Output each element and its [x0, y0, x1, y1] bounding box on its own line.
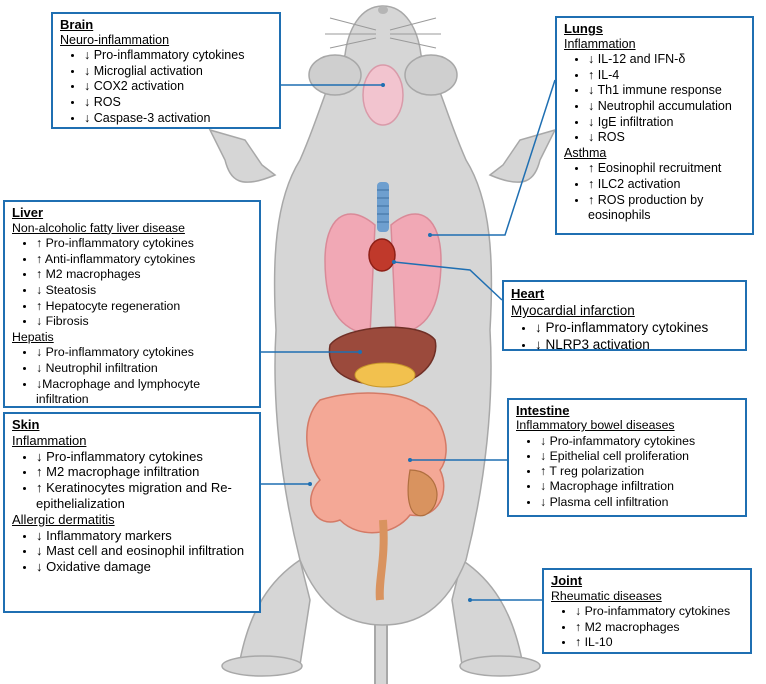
- lungs-box: Lungs Inflammation ↓ IL-12 and IFN-δ ↑ I…: [555, 16, 754, 235]
- heart-icon: [368, 238, 396, 272]
- list-item: ↓ Pro-inflammatory cytokines: [36, 449, 253, 465]
- list-item: ↑ ROS production by eosinophils: [588, 193, 746, 224]
- list-item: ↓ Pro-inflammatory cytokines: [36, 345, 253, 361]
- intestine-box: Intestine Inflammatory bowel diseases ↓ …: [507, 398, 747, 517]
- list-item: ↑ Hepatocyte regeneration: [36, 299, 253, 315]
- list-item: ↓ ROS: [588, 130, 746, 146]
- list-item: ↓ Mast cell and eosinophil infiltration: [36, 543, 253, 559]
- lungs-section-heading: Inflammation: [564, 36, 636, 51]
- liver-section-heading: Non-alcoholic fatty liver disease: [12, 220, 185, 235]
- joint-title: Joint: [551, 573, 583, 588]
- lungs-section-heading: Asthma: [564, 145, 607, 160]
- mouse-left-arm: [208, 128, 277, 183]
- list-item: ↑ IL-4: [588, 68, 746, 84]
- mouse-right-leg: [451, 558, 523, 666]
- brain-title: Brain: [60, 17, 94, 32]
- mouse-right-arm: [488, 128, 557, 183]
- list-item: ↑ M2 macrophages: [575, 620, 744, 636]
- list-item: ↑ T reg polarization: [540, 464, 739, 479]
- skin-title: Skin: [12, 417, 40, 432]
- joint-section-heading: Rheumatic diseases: [551, 588, 662, 603]
- list-item: ↑ Pro-inflammatory cytokines: [36, 236, 253, 252]
- list-item: ↓ ROS: [84, 95, 273, 111]
- list-item: ↑ Keratinocytes migration and Re-epithel…: [36, 480, 253, 512]
- list-item: ↓ Epithelial cell proliferation: [540, 449, 739, 464]
- trachea-icon: [377, 182, 389, 232]
- list-item: ↓ IL-12 and IFN-δ: [588, 52, 746, 68]
- liver-box: Liver Non-alcoholic fatty liver disease …: [3, 200, 261, 408]
- list-item: ↑ M2 macrophages: [36, 267, 253, 283]
- heart-leader: [393, 261, 503, 301]
- list-item: ↓ NLRP3 activation: [535, 336, 739, 353]
- list-item: ↓ Pro-infammatory cytokines: [575, 604, 744, 620]
- joint-box: Joint Rheumatic diseases ↓ Pro-infammato…: [542, 568, 752, 654]
- brain-box: Brain Neuro-inflammation ↓ Pro-inflammat…: [51, 12, 281, 129]
- skin-section-heading: Inflammation: [12, 432, 87, 448]
- intestine-section-heading: Inflammatory bowel diseases: [516, 418, 675, 433]
- list-item: ↓ Inflammatory markers: [36, 528, 253, 544]
- list-item: ↑ Anti-inflammatory cytokines: [36, 252, 253, 268]
- lungs-title: Lungs: [564, 21, 603, 36]
- list-item: ↓ Fibrosis: [36, 314, 253, 330]
- list-item: ↓ Neutrophil accumulation: [588, 99, 746, 115]
- heart-title: Heart: [511, 286, 545, 301]
- list-item: ↓ Pro-infammatory cytokines: [540, 434, 739, 449]
- list-item: ↑ M2 macrophage infiltration: [36, 464, 253, 480]
- intestine-icon: [306, 362, 447, 601]
- heart-section-heading: Myocardial infarction: [511, 303, 635, 318]
- intestine-title: Intestine: [516, 403, 570, 418]
- skin-section-heading: Allergic dermatitis: [12, 511, 115, 527]
- heart-box: Heart Myocardial infarction ↓ Pro-inflam…: [502, 280, 747, 353]
- brain-icon: [362, 64, 404, 126]
- liver-section-heading: Hepatis: [12, 329, 54, 344]
- list-item: ↓ Macrophage infiltration: [540, 479, 739, 494]
- list-item: ↓ Caspase-3 activation: [84, 111, 273, 127]
- list-item: ↓ Pro-inflammatory cytokines: [84, 48, 273, 64]
- list-item: ↓ Microglial activation: [84, 64, 273, 80]
- list-item: ↑ Eosinophil recruitment: [588, 161, 746, 177]
- list-item: ↓ Steatosis: [36, 283, 253, 299]
- list-item: ↑ IL-10: [575, 635, 744, 651]
- list-item: ↓ COX2 activation: [84, 79, 273, 95]
- list-item: ↓ Pro-inflammatory cytokines: [535, 319, 739, 336]
- list-item: ↓ Oxidative damage: [36, 559, 253, 575]
- list-item: ↓ Neutrophil infiltration: [36, 361, 253, 377]
- list-item: ↓ Th1 immune response: [588, 83, 746, 99]
- brain-section-heading: Neuro-inflammation: [60, 32, 170, 47]
- skin-box: Skin Inflammation ↓ Pro-inflammatory cyt…: [3, 412, 261, 613]
- list-item: ↑ ILC2 activation: [588, 177, 746, 193]
- list-item: ↓Macrophage and lymphocyte infiltration: [36, 377, 253, 408]
- liver-title: Liver: [12, 205, 44, 220]
- list-item: ↓ IgE infiltration: [588, 115, 746, 131]
- list-item: ↓ Plasma cell infiltration: [540, 495, 739, 510]
- lungs-leader: [430, 79, 556, 236]
- lungs-icon: [324, 213, 376, 336]
